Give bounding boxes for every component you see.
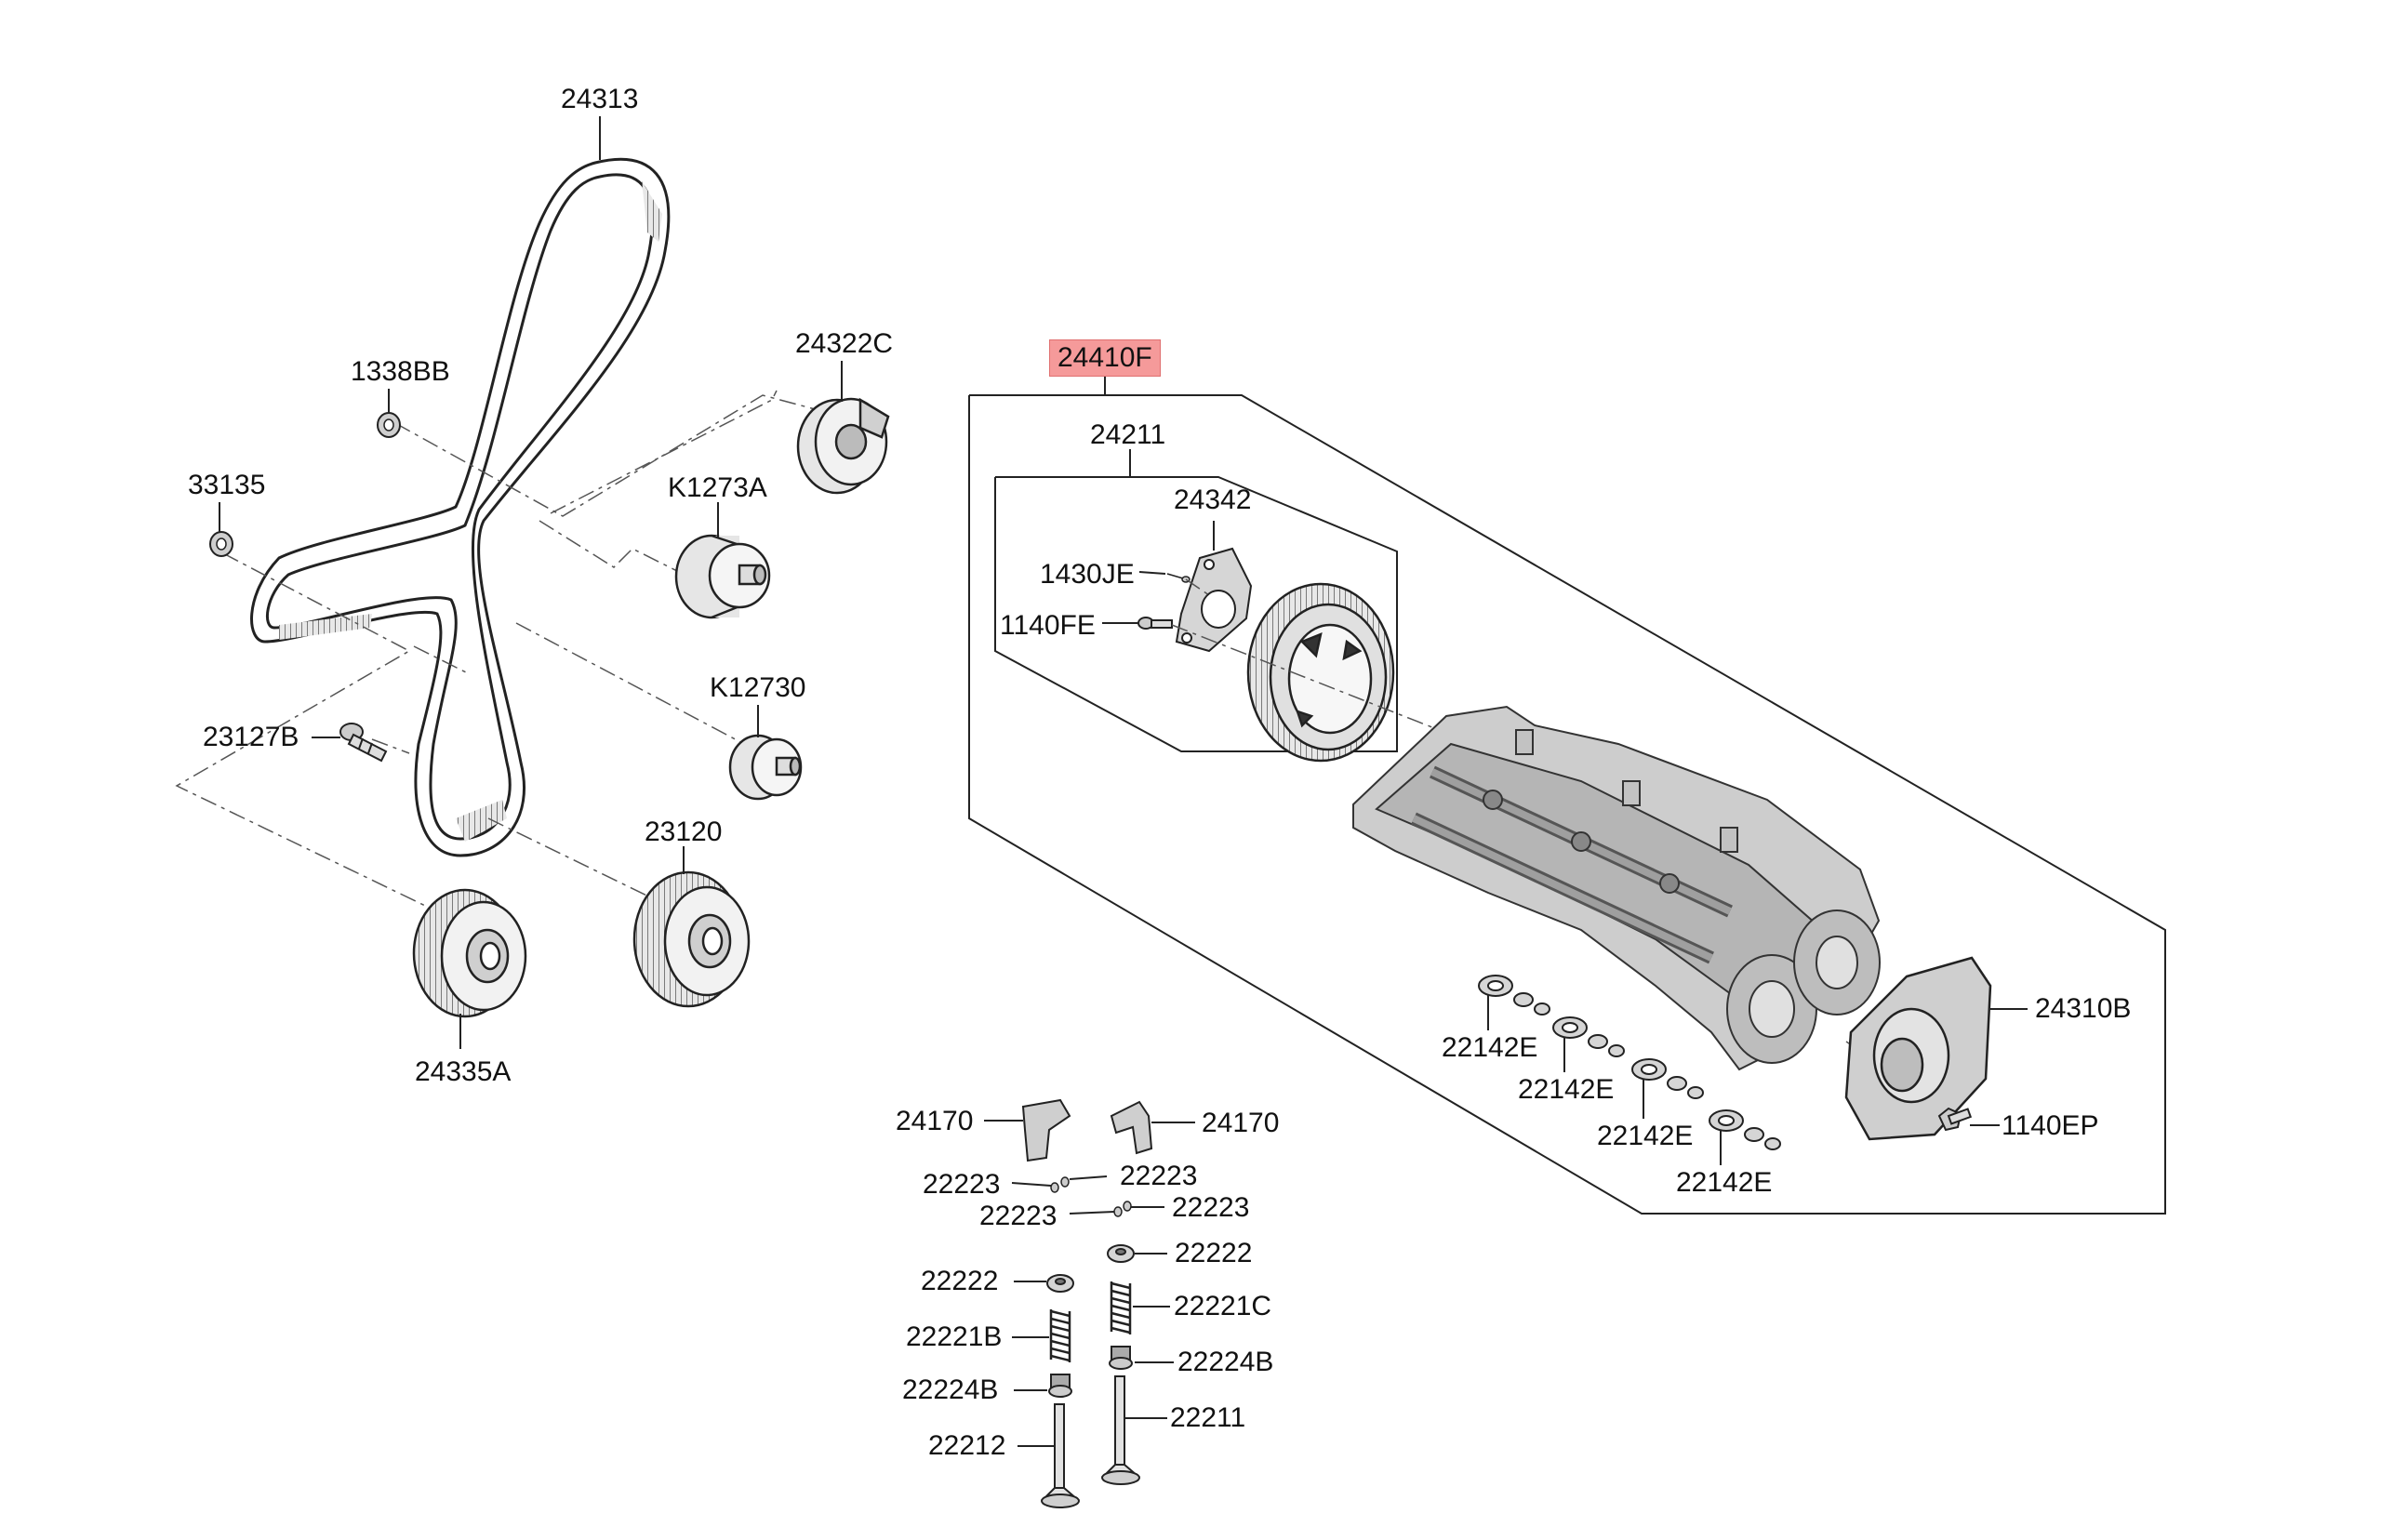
keeper-22223-left[interactable] xyxy=(1050,1176,1070,1193)
bracket-24342[interactable] xyxy=(1175,547,1253,653)
label-1140FE[interactable]: 1140FE xyxy=(1000,610,1096,641)
seal-22224B-left[interactable] xyxy=(1048,1374,1072,1398)
label-22222-right[interactable]: 22222 xyxy=(1175,1238,1253,1268)
label-22224B-right[interactable]: 22224B xyxy=(1177,1347,1274,1377)
label-22212[interactable]: 22212 xyxy=(928,1430,1006,1461)
label-24170-right[interactable]: 24170 xyxy=(1202,1108,1280,1138)
label-1430JE[interactable]: 1430JE xyxy=(1040,559,1135,590)
label-22223-4[interactable]: 22223 xyxy=(1172,1192,1250,1223)
cover-24310B[interactable] xyxy=(1844,956,1992,1141)
label-22142E-1[interactable]: 22142E xyxy=(1442,1032,1538,1063)
retainer-22222-right[interactable] xyxy=(1107,1244,1135,1263)
seal-22142E-2[interactable] xyxy=(1552,1016,1625,1057)
label-K12730[interactable]: K12730 xyxy=(710,672,806,703)
label-22221B[interactable]: 22221B xyxy=(906,1321,1003,1352)
pin-1430JE[interactable] xyxy=(1166,573,1190,583)
alignment-lines-left xyxy=(175,390,833,917)
sprocket-23120[interactable] xyxy=(632,870,751,1008)
label-24310B[interactable]: 24310B xyxy=(2035,993,2132,1024)
label-33135[interactable]: 33135 xyxy=(188,470,266,500)
seal-22142E-3[interactable] xyxy=(1631,1058,1704,1099)
label-22224B-left[interactable]: 22224B xyxy=(902,1374,999,1405)
rocker-24170-right[interactable] xyxy=(1110,1100,1153,1155)
label-24410F-highlighted[interactable]: 24410F xyxy=(1049,339,1161,377)
label-1338BB[interactable]: 1338BB xyxy=(351,356,450,387)
label-24170-left[interactable]: 24170 xyxy=(896,1106,974,1136)
seal-22142E-1[interactable] xyxy=(1478,975,1550,1016)
label-24313[interactable]: 24313 xyxy=(561,84,639,114)
label-23127B[interactable]: 23127B xyxy=(203,722,299,752)
label-1140EP[interactable]: 1140EP xyxy=(2002,1110,2099,1141)
label-24211[interactable]: 24211 xyxy=(1090,419,1166,450)
seal-22142E-4[interactable] xyxy=(1709,1109,1781,1150)
bolt-23127B[interactable] xyxy=(339,723,388,763)
spring-22221B[interactable] xyxy=(1049,1309,1071,1362)
valve-22211[interactable] xyxy=(1101,1375,1140,1485)
label-22211[interactable]: 22211 xyxy=(1170,1402,1246,1433)
label-22142E-4[interactable]: 22142E xyxy=(1676,1167,1773,1198)
label-23120[interactable]: 23120 xyxy=(645,816,723,847)
label-K1273A[interactable]: K1273A xyxy=(668,472,767,503)
retainer-22222-left[interactable] xyxy=(1046,1274,1074,1293)
subassembly-outline xyxy=(994,449,1398,752)
label-22222-left[interactable]: 22222 xyxy=(921,1266,999,1296)
nut-33135[interactable] xyxy=(209,531,233,557)
label-24322C[interactable]: 24322C xyxy=(795,328,894,359)
label-22142E-2[interactable]: 22142E xyxy=(1518,1074,1615,1105)
valve-22212[interactable] xyxy=(1041,1403,1080,1508)
label-22142E-3[interactable]: 22142E xyxy=(1597,1121,1694,1151)
tensioner-24322C[interactable] xyxy=(796,397,890,495)
label-22223-3[interactable]: 22223 xyxy=(979,1201,1057,1231)
label-22223-2[interactable]: 22223 xyxy=(1120,1161,1198,1191)
cylinder-head[interactable] xyxy=(1352,705,1881,1071)
label-24342[interactable]: 24342 xyxy=(1174,485,1252,515)
label-22223-1[interactable]: 22223 xyxy=(923,1169,1001,1200)
label-22221C[interactable]: 22221C xyxy=(1174,1291,1272,1321)
idler-K1273A[interactable] xyxy=(674,534,771,619)
bolt-1140EP[interactable] xyxy=(1937,1107,1973,1132)
bolt-1140FE[interactable] xyxy=(1137,617,1173,630)
sprocket-24335A[interactable] xyxy=(412,888,527,1018)
leader-lines xyxy=(219,116,2028,1447)
spring-22221C[interactable] xyxy=(1110,1281,1132,1334)
seal-22224B-right[interactable] xyxy=(1109,1346,1133,1370)
label-24335A[interactable]: 24335A xyxy=(415,1056,512,1087)
rocker-24170-left[interactable] xyxy=(1021,1098,1071,1162)
keeper-22223-right[interactable] xyxy=(1113,1201,1132,1217)
nut-1338BB[interactable] xyxy=(377,412,401,438)
idler-K12730[interactable] xyxy=(728,734,803,801)
belt-teeth xyxy=(279,181,662,842)
camshaft-sprocket[interactable] xyxy=(1246,582,1395,763)
timing-belt[interactable] xyxy=(250,157,671,857)
